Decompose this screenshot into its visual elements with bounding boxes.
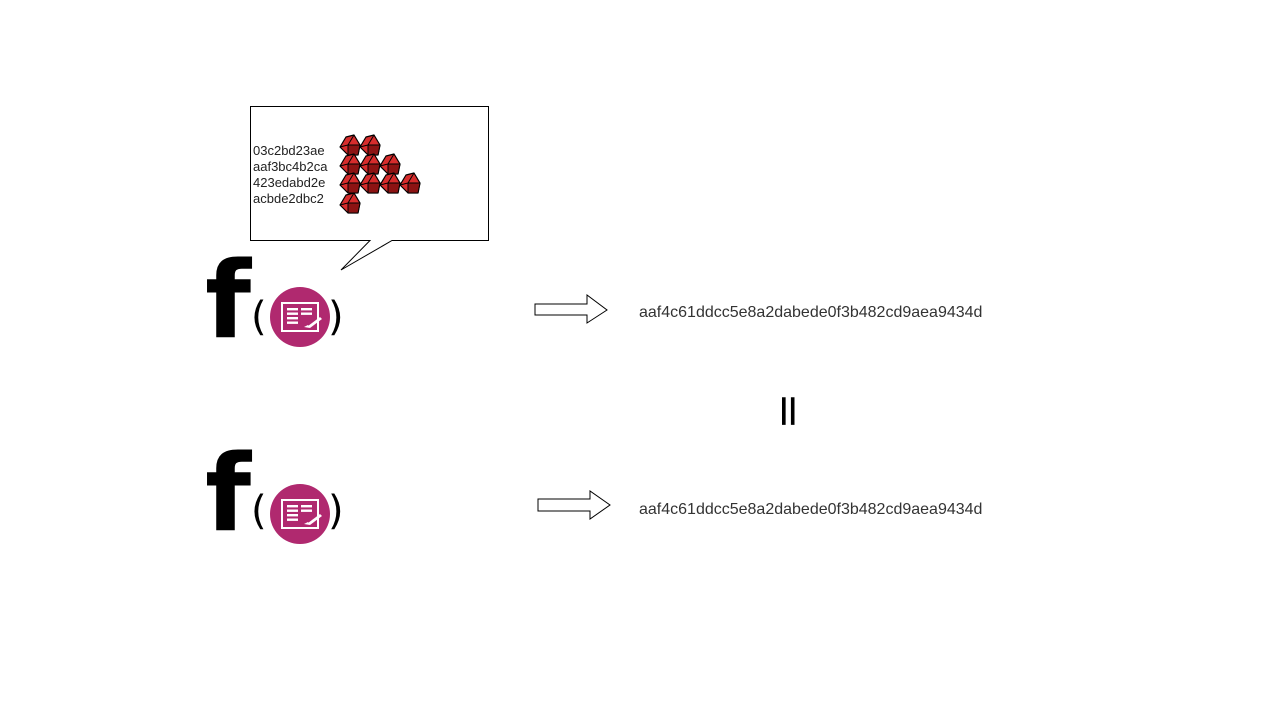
callout-row: acbde2dbc2 (253, 191, 361, 214)
row-label: acbde2dbc2 (253, 191, 324, 206)
callout-row: aaf3bc4b2ca (253, 153, 401, 175)
close-paren: ) (328, 294, 344, 340)
function-letter: f (205, 239, 253, 362)
right-arrow-icon (534, 294, 608, 324)
row-label: aaf3bc4b2ca (253, 159, 328, 174)
ledger-app-icon (269, 286, 331, 348)
open-paren: ( (251, 294, 267, 340)
ledger-app-icon (269, 483, 331, 545)
callout-rows: 03c2bd23ae aaf3bc4b2ca 423edabd2e acbde2… (253, 134, 421, 214)
right-arrow-icon (537, 490, 611, 520)
top-function-expression: f ( ) (205, 239, 344, 362)
close-paren: ) (328, 488, 344, 534)
gem-group (339, 153, 401, 175)
row-label: 03c2bd23ae (253, 143, 325, 158)
equals-sign: = (764, 393, 815, 430)
top-hash-output: aaf4c61ddcc5e8a2dabede0f3b482cd9aea9434d (639, 304, 982, 321)
bottom-function-expression: f ( ) (205, 432, 344, 555)
callout-row: 03c2bd23ae (253, 134, 381, 158)
bottom-hash-output: aaf4c61ddcc5e8a2dabede0f3b482cd9aea9434d (639, 501, 982, 518)
function-letter: f (205, 432, 253, 555)
callout-row: 423edabd2e (253, 172, 421, 194)
row-label: 423edabd2e (253, 175, 325, 190)
open-paren: ( (251, 488, 267, 534)
equals-symbol: = (764, 393, 815, 430)
